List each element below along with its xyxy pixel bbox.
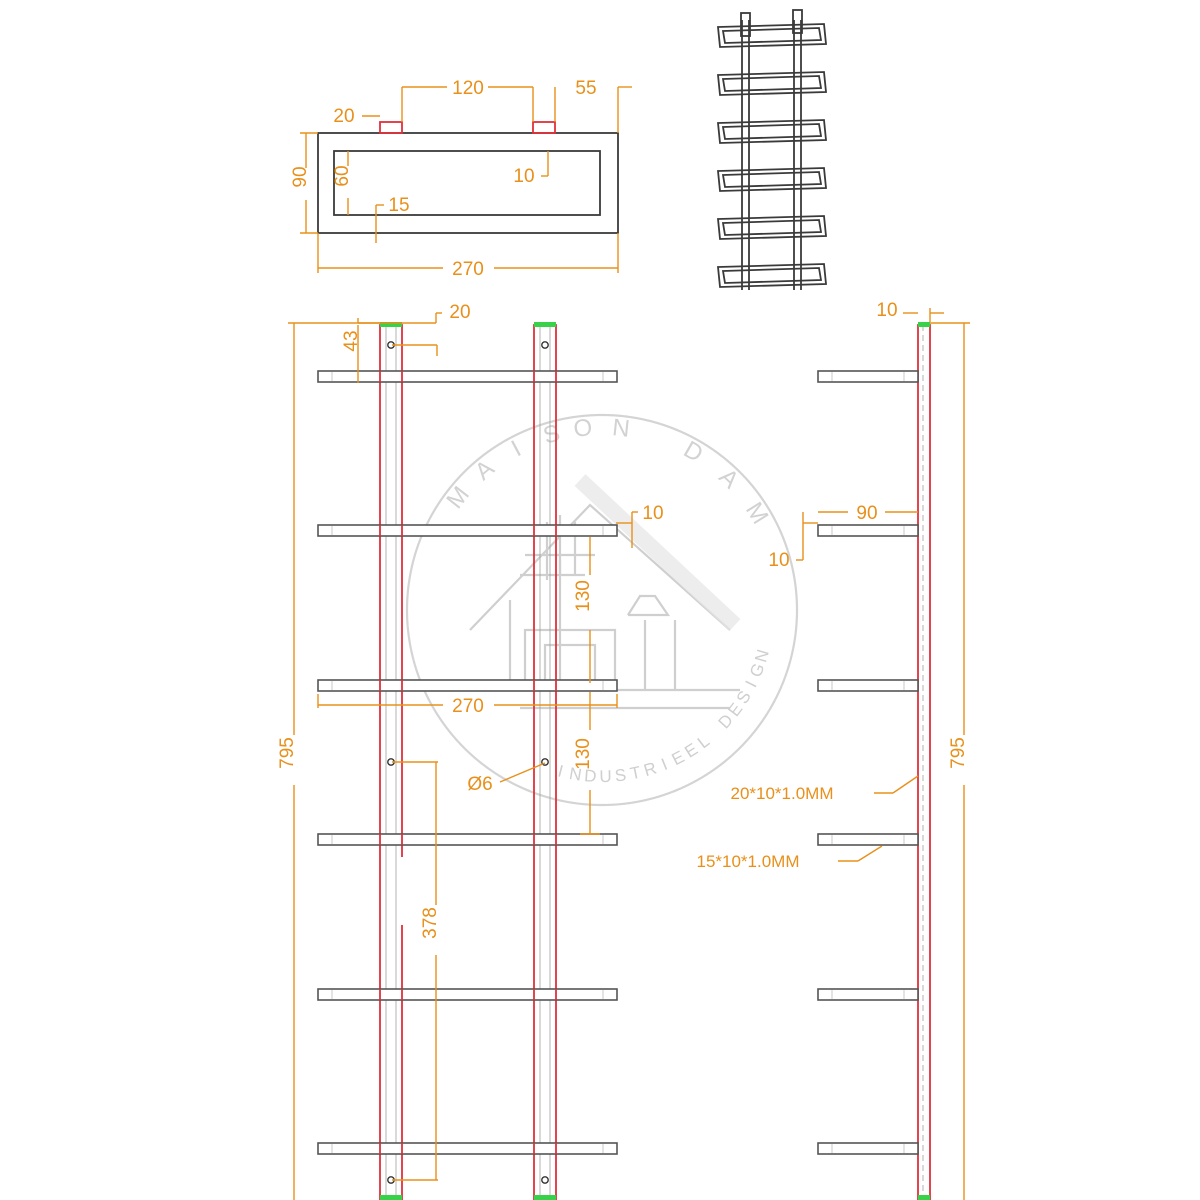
watermark-letter: D <box>584 766 598 786</box>
spec-shelf-profile: 15*10*1.0MM <box>696 852 799 871</box>
dim-frame-bar: 15 <box>388 195 409 216</box>
watermark-letter: I <box>507 435 526 462</box>
dim-hole-diameter: Ø6 <box>467 774 492 795</box>
watermark-letter: M <box>740 498 773 529</box>
front-shelf <box>317 524 618 537</box>
dim-outer-height: 90 <box>290 166 311 187</box>
side-end-cap-bottom <box>918 1195 930 1200</box>
product-preview <box>717 9 827 290</box>
front-shelf <box>317 833 618 846</box>
watermark-letter: R <box>641 759 658 781</box>
side-end-cap-top <box>918 322 930 327</box>
top-frame-outer <box>317 132 619 234</box>
front-shelf <box>317 370 618 383</box>
dim-hole-spacing: 378 <box>420 907 441 939</box>
watermark-ring <box>405 413 799 807</box>
dim-shelf-width: 270 <box>452 696 484 717</box>
top-bracket-left <box>379 121 403 134</box>
preview-shelf <box>717 71 827 96</box>
dim-overall-width: 270 <box>452 259 484 280</box>
watermark-letter: G <box>746 661 769 680</box>
top-frame-inner <box>333 150 601 216</box>
dim-side-shelf-thickness: 10 <box>768 550 789 571</box>
mounting-hole <box>541 1176 549 1184</box>
watermark-letter: A <box>714 463 744 494</box>
dim-overall-height-side: 795 <box>948 737 969 769</box>
front-shelf <box>317 679 618 692</box>
watermark-letter: T <box>628 763 642 784</box>
watermark-letter: S <box>614 765 627 785</box>
side-shelf <box>817 1142 919 1155</box>
front-shelf <box>317 988 618 1001</box>
preview-shelf <box>717 23 827 48</box>
side-shelf <box>817 679 919 692</box>
dim-shelf-spacing-2: 130 <box>573 738 594 770</box>
preview-shelf <box>717 263 827 288</box>
dim-shelf-thickness: 10 <box>642 503 663 524</box>
dim-shelf-spacing-1: 130 <box>573 580 594 612</box>
side-shelf <box>817 833 919 846</box>
end-cap-top-left <box>380 322 402 327</box>
watermark-letter: I <box>556 761 565 781</box>
dim-upright-width: 20 <box>449 302 470 323</box>
top-bracket-right <box>532 121 556 134</box>
end-cap-bottom-left <box>380 1195 402 1200</box>
dim-bracket-offset: 55 <box>575 78 596 99</box>
watermark-house-icon <box>469 474 741 710</box>
watermark-letter: M <box>441 481 475 513</box>
side-view: 10 90 10 795 20*10*1.0MM 15*10*1.0MM <box>696 300 970 1200</box>
front-view: 20 43 10 130 130 270 Ø6 378 <box>277 302 664 1200</box>
side-shelf <box>817 370 919 383</box>
watermark-letter: U <box>599 767 612 786</box>
preview-shelf <box>717 167 827 192</box>
mounting-hole <box>541 341 549 349</box>
preview-shelf <box>717 215 827 240</box>
watermark-letter: I <box>742 678 761 691</box>
dim-hole-offset: 43 <box>341 330 362 351</box>
watermark-letter: N <box>751 647 773 664</box>
dim-shelf-depth: 90 <box>856 503 877 524</box>
dim-bracket-width: 20 <box>333 106 354 127</box>
dim-upright-depth: 10 <box>876 300 897 321</box>
top-view: 120 55 20 90 60 10 15 270 <box>290 78 632 280</box>
dim-overall-height-front: 795 <box>277 737 298 769</box>
spec-upright-profile: 20*10*1.0MM <box>730 784 833 803</box>
watermark-letter: D <box>679 436 708 468</box>
dim-frame-inner-offset: 10 <box>513 166 534 187</box>
watermark-letter: O <box>572 414 593 443</box>
watermark-letter: I <box>659 755 671 774</box>
watermark-letter: S <box>540 419 563 449</box>
watermark-letter: A <box>470 455 500 486</box>
preview-shelf <box>717 119 827 144</box>
front-shelf <box>317 1142 618 1155</box>
side-shelf <box>817 524 919 537</box>
side-upright <box>917 324 931 1200</box>
watermark-letter: N <box>611 414 631 443</box>
dim-bracket-spacing: 120 <box>452 78 484 99</box>
watermark-letter: N <box>568 764 583 785</box>
end-cap-top-right <box>534 322 556 327</box>
dim-inner-height: 60 <box>332 165 353 186</box>
end-cap-bottom-right <box>534 1195 556 1200</box>
side-shelf <box>817 988 919 1001</box>
